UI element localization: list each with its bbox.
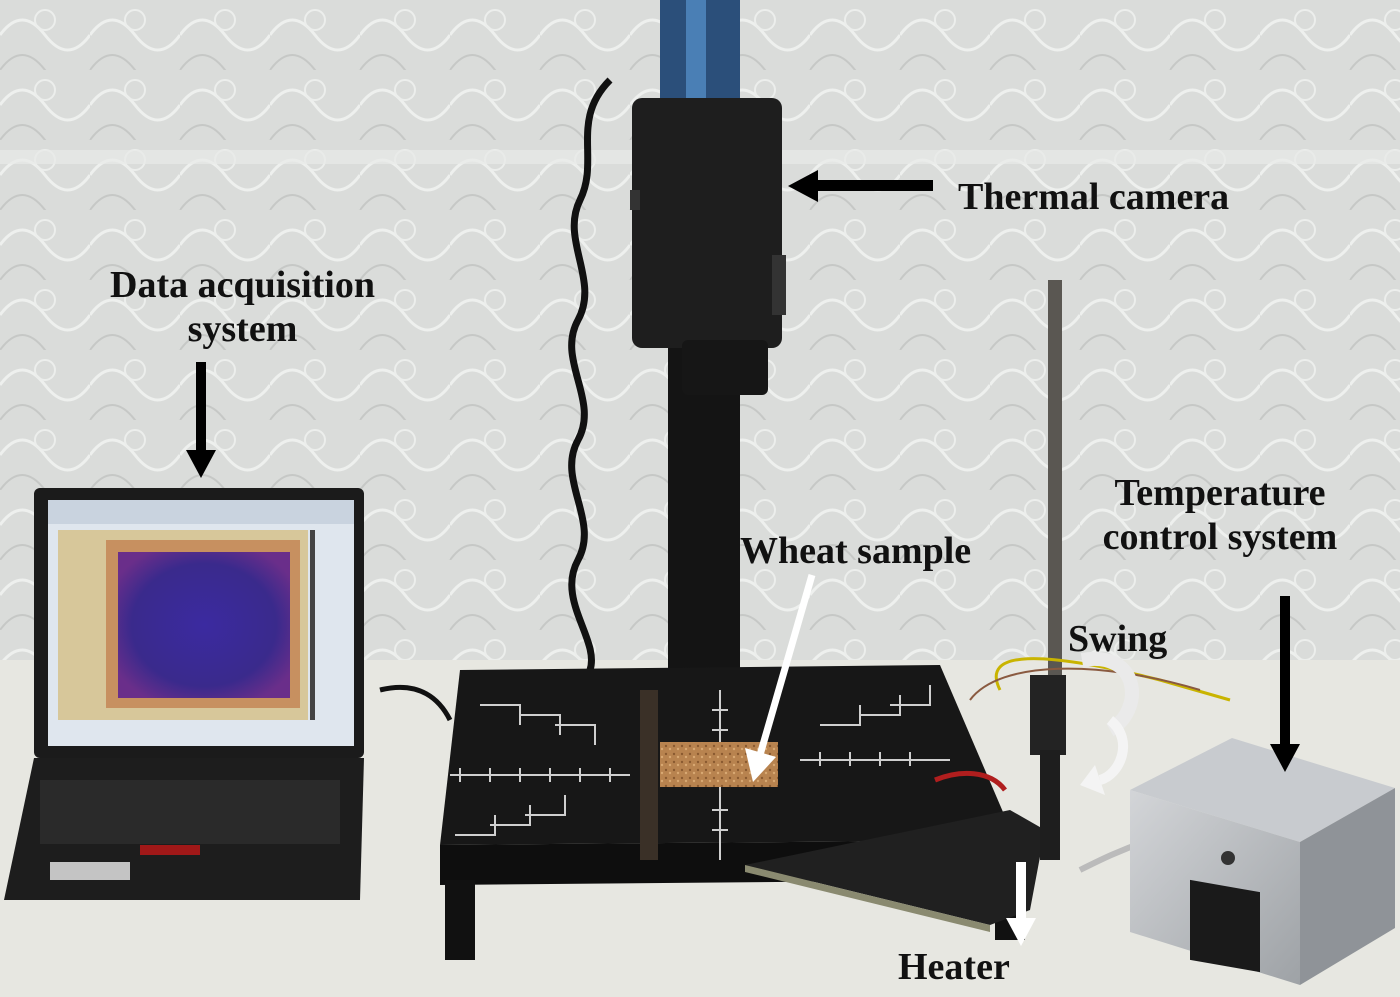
arrow-to-camera (788, 170, 933, 202)
label-swing: Swing (1068, 618, 1168, 660)
arrow-to-temperature-box (1270, 596, 1300, 772)
label-data-acquisition-line1: Data acquisition (110, 264, 375, 306)
label-temperature-control-line1: Temperature (1114, 472, 1326, 514)
label-temperature-control-line2: control system (1102, 515, 1338, 558)
label-data-acquisition-line2: system (187, 307, 298, 350)
swing-arrow (1080, 651, 1139, 795)
arrow-to-laptop (186, 362, 216, 478)
label-data-acquisition-system: Data acquisition system (70, 264, 415, 351)
heater-plate (745, 810, 1045, 925)
temperature-control-box (1130, 738, 1395, 985)
label-heater: Heater (898, 946, 1010, 988)
arrow-to-wheat-sample (745, 574, 816, 782)
thermal-camera-body (632, 98, 782, 348)
rod-stand (969, 280, 1231, 873)
label-wheat-sample: Wheat sample (740, 530, 972, 572)
label-temperature-control-system: Temperature control system (1070, 472, 1370, 559)
laptop (4, 488, 364, 900)
label-thermal-camera: Thermal camera (958, 176, 1230, 218)
controller-display (1190, 879, 1260, 973)
arrow-to-heater (1006, 862, 1036, 946)
